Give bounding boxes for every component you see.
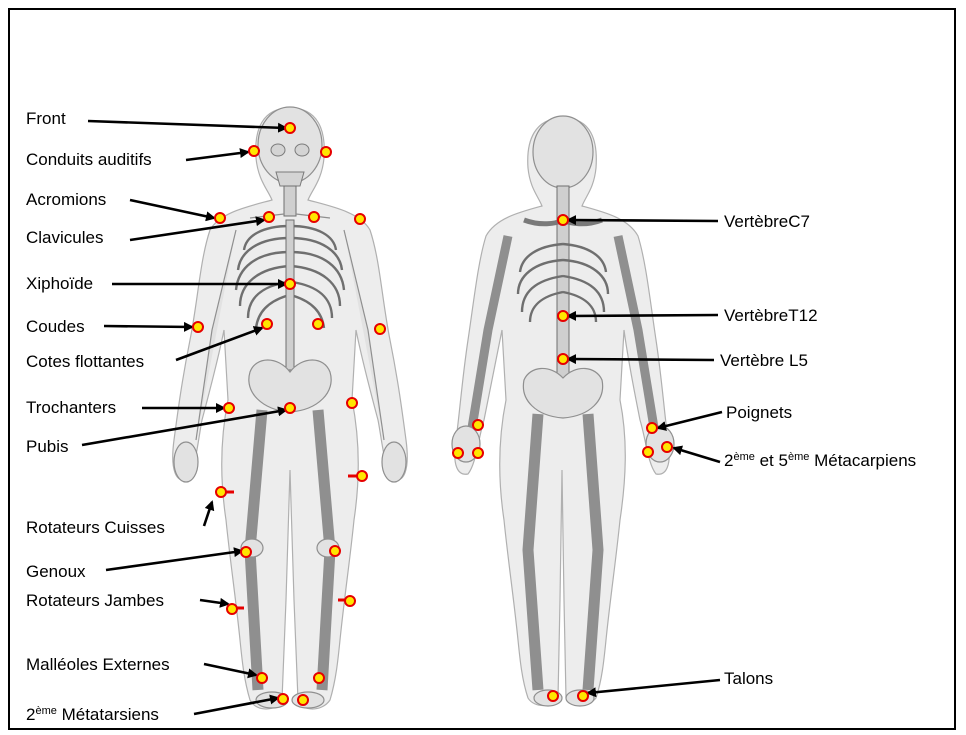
label-metatarsiens: 2ème Métatarsiens [26, 705, 159, 724]
marker-metatarsal-left [278, 694, 288, 704]
marker-malleole-right [314, 673, 324, 683]
arrow-talons [588, 680, 720, 693]
label-front: Front [26, 109, 66, 128]
marker-vertebre-c7 [558, 215, 568, 225]
label-metacarpiens-a: 2 [724, 451, 733, 470]
marker-xiphoide [285, 279, 295, 289]
arrow-genoux [106, 551, 242, 570]
marker-leg-rotator-left [227, 604, 237, 614]
marker-wrist-right [647, 423, 657, 433]
marker-pubis [285, 403, 295, 413]
arrow-front [88, 121, 286, 128]
arrow-rotateurs-cuisses [204, 502, 212, 526]
label-genoux: Genoux [26, 562, 86, 581]
marker-rib-left [262, 319, 272, 329]
marker-metacarpal-right-5 [662, 442, 672, 452]
label-cotes-flottantes: Cotes flottantes [26, 352, 144, 371]
marker-heel-left [548, 691, 558, 701]
marker-heel-right [578, 691, 588, 701]
marker-metacarpal-left-2 [473, 448, 483, 458]
label-pubis: Pubis [26, 437, 69, 456]
marker-clavicle-left [264, 212, 274, 222]
marker-wrist-left [473, 420, 483, 430]
arrow-conduits [186, 152, 248, 160]
label-xiphoide: Xiphoïde [26, 274, 93, 293]
arrow-vertebre-c7 [568, 220, 718, 221]
marker-acromion-right [355, 214, 365, 224]
marker-leg-rotator-right [345, 596, 355, 606]
arrow-acromions [130, 200, 214, 218]
label-malleoles-externes: Malléoles Externes [26, 655, 170, 674]
back-skeleton [452, 116, 674, 706]
label-metacarpiens-sup1: ème [733, 451, 754, 463]
arrow-metacarpiens [674, 448, 720, 462]
marker-elbow-right [375, 324, 385, 334]
marker-metacarpal-right-2 [643, 447, 653, 457]
label-coudes: Coudes [26, 317, 85, 336]
arrow-coudes [104, 326, 192, 327]
label-conduits-auditifs: Conduits auditifs [26, 150, 152, 169]
label-metatarsiens-sup: ème [35, 705, 56, 717]
marker-malleole-left [257, 673, 267, 683]
marker-rib-right [313, 319, 323, 329]
front-neck [284, 186, 296, 216]
label-metacarpiens: 2ème et 5ème Métacarpiens [724, 451, 916, 470]
label-trochanters: Trochanters [26, 398, 116, 417]
label-poignets: Poignets [726, 403, 792, 422]
marker-elbow-left [193, 322, 203, 332]
marker-trochanter-left [224, 403, 234, 413]
marker-trochanter-right [347, 398, 357, 408]
front-jaw [276, 172, 304, 186]
label-vertebre-t12: VertèbreT12 [724, 306, 818, 325]
marker-knee-left [241, 547, 251, 557]
front-eye-right [295, 144, 309, 156]
marker-metatarsal-right [298, 695, 308, 705]
marker-thigh-rotator-left [216, 487, 226, 497]
marker-metacarpal-left-5 [453, 448, 463, 458]
front-eye-left [271, 144, 285, 156]
marker-front [285, 123, 295, 133]
marker-vertebre-l5 [558, 354, 568, 364]
label-metacarpiens-mid: et 5 [755, 451, 788, 470]
marker-acromion-left [215, 213, 225, 223]
label-metacarpiens-text: Métacarpiens [809, 451, 916, 470]
label-rotateurs-cuisses: Rotateurs Cuisses [26, 518, 165, 537]
label-acromions: Acromions [26, 190, 106, 209]
marker-knee-right [330, 546, 340, 556]
label-talons: Talons [724, 669, 773, 688]
arrow-rotateurs-jambes [200, 600, 228, 604]
label-metatarsiens-num: 2 [26, 705, 35, 724]
marker-ear-right [321, 147, 331, 157]
label-rotateurs-jambes: Rotateurs Jambes [26, 591, 164, 610]
marker-thigh-rotator-right [357, 471, 367, 481]
back-skull [533, 116, 593, 188]
label-metacarpiens-sup2: ème [788, 451, 809, 463]
arrow-vertebre-t12 [568, 315, 718, 316]
front-spine [286, 220, 294, 370]
label-metatarsiens-text: Métatarsiens [57, 705, 159, 724]
label-clavicules: Clavicules [26, 228, 103, 247]
marker-vertebre-t12 [558, 311, 568, 321]
front-right-hand [382, 442, 406, 482]
arrow-vertebre-l5 [568, 359, 714, 360]
marker-clavicle-right [309, 212, 319, 222]
arrow-poignets [658, 412, 722, 428]
label-vertebre-c7: VertèbreC7 [724, 212, 810, 231]
label-vertebre-l5: Vertèbre L5 [720, 351, 808, 370]
front-left-hand [174, 442, 198, 482]
marker-ear-left [249, 146, 259, 156]
